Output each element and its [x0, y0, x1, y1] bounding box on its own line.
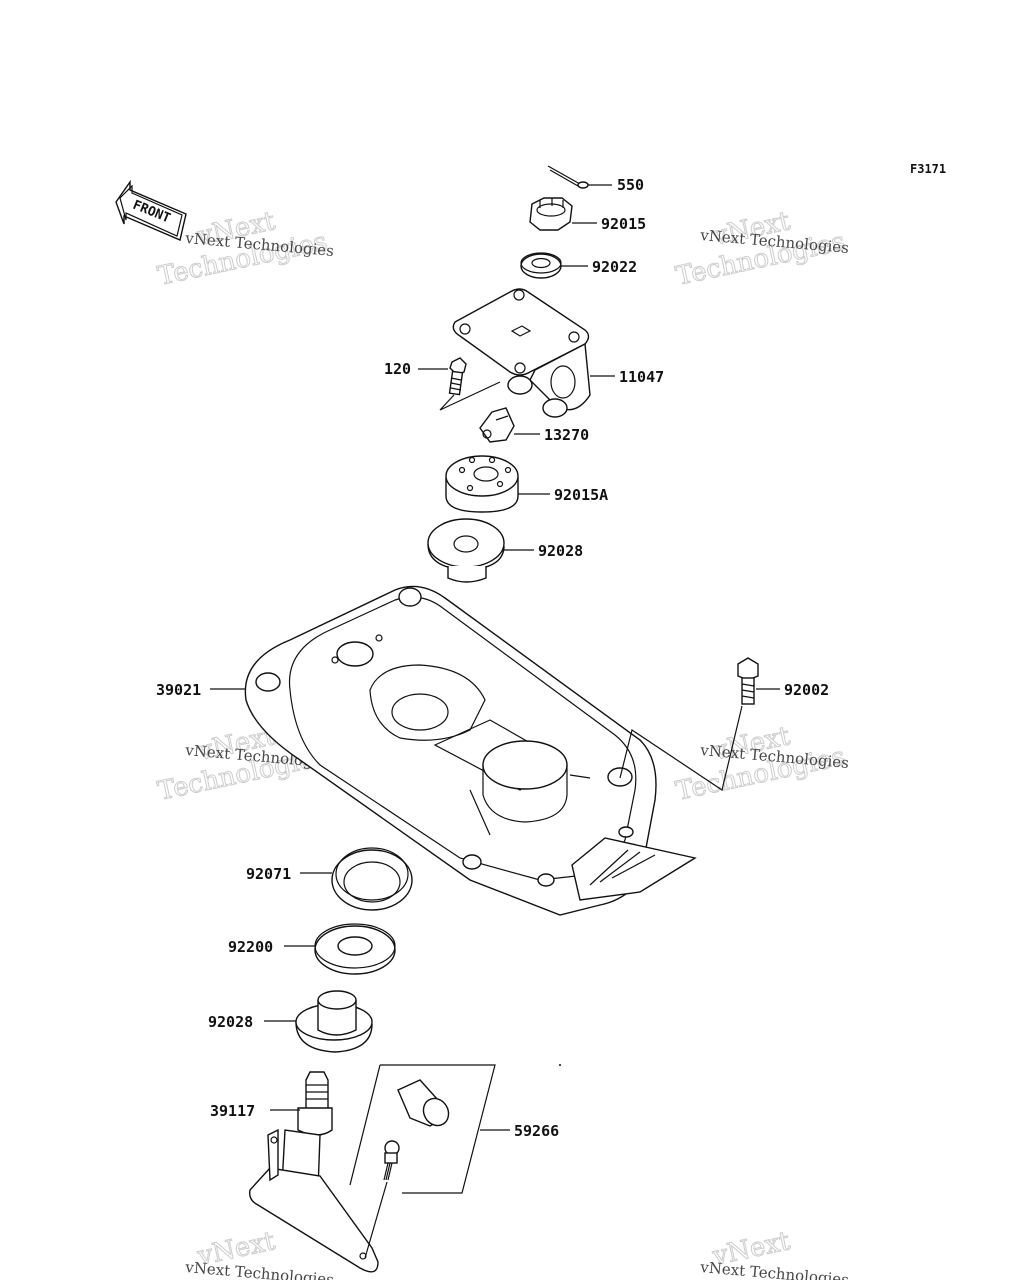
part-39021-housing[interactable]: 39021	[156, 585, 697, 916]
part-92028-bottom-bushing[interactable]: 92028	[208, 990, 373, 1053]
part-92015-castle-nut[interactable]: 92015	[529, 197, 646, 233]
svg-text:vNext Technologies: vNext Technologies	[184, 1258, 335, 1280]
label-92200: 92200	[228, 938, 273, 956]
stray-mark	[559, 1064, 561, 1066]
part-550-cotter-pin[interactable]: 550	[547, 165, 644, 194]
part-39117-shaft-lever[interactable]: 39117	[210, 1071, 379, 1273]
label-92002: 92002	[784, 681, 829, 699]
label-39021: 39021	[156, 681, 201, 699]
part-92028-top-bushing[interactable]: 92028	[427, 518, 583, 583]
part-92071-seal[interactable]: 92071	[246, 847, 413, 911]
label-92015: 92015	[601, 215, 646, 233]
watermark-mid-right: vNext Technologies vNext Technologies	[673, 721, 850, 808]
part-59266-kit[interactable]: 59266	[349, 1064, 559, 1259]
label-39117: 39117	[210, 1102, 255, 1120]
part-92200-washer[interactable]: 92200	[228, 923, 396, 975]
label-13270: 13270	[544, 426, 589, 444]
watermark-bottom-right: vNext vNext Technologies	[699, 1226, 850, 1280]
part-92022-washer[interactable]: 92022	[520, 252, 637, 279]
part-92015A-damper[interactable]: 92015A	[445, 455, 608, 513]
label-92022: 92022	[592, 258, 637, 276]
part-120-bolt[interactable]: 120	[384, 357, 501, 411]
label-92028-top: 92028	[538, 542, 583, 560]
label-550: 550	[617, 176, 644, 194]
label-11047: 11047	[619, 368, 664, 386]
label-120: 120	[384, 360, 411, 378]
part-92002-bolt[interactable]: 92002	[619, 657, 829, 791]
part-13270-clip[interactable]: 13270	[479, 407, 589, 444]
label-92071: 92071	[246, 865, 291, 883]
label-59266: 59266	[514, 1122, 559, 1140]
front-arrow-icon: FRONT	[115, 179, 187, 241]
label-92028-bottom: 92028	[208, 1013, 253, 1031]
figure-code: F3171	[910, 162, 946, 176]
label-92015A: 92015A	[554, 486, 608, 504]
watermark-top-right: vNext Technologies vNext Technologies	[673, 206, 850, 293]
svg-text:vNext Technologies: vNext Technologies	[699, 1258, 850, 1280]
part-11047-bracket[interactable]: 11047	[452, 288, 664, 418]
